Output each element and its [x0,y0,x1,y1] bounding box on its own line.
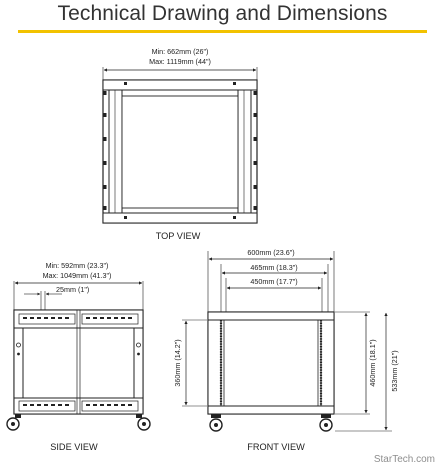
side-view-label: SIDE VIEW [50,442,98,452]
page-title: Technical Drawing and Dimensions [57,2,388,25]
front-view-label: FRONT VIEW [247,442,305,452]
side-view-drawing: Min: 592mm (23.3") Max: 1049mm (41.3") 2… [6,261,151,452]
front-view-dim-width-mid: 465mm (18.3") [250,263,297,272]
front-view-dim-height-rail: 360mm (14.2") [173,339,182,386]
front-view-dim-height-body: 460mm (18.1") [368,339,377,386]
title-underline [18,30,427,33]
top-view-dim-min: Min: 662mm (26") [152,47,209,56]
front-view-dim-width-outer: 600mm (23.6") [247,248,294,257]
side-view-dim-rail: 25mm (1") [56,285,89,294]
brand-watermark: StarTech.com [374,454,435,465]
top-view-drawing: Min: 662mm (26") Max: 1119mm (44") [102,47,258,241]
front-view-dim-height-total: 533mm (21") [390,350,399,391]
side-view-dim-max: Max: 1049mm (41.3") [43,271,112,280]
side-view-dim-min: Min: 592mm (23.3") [46,261,109,270]
top-view-label: TOP VIEW [156,231,201,241]
front-view-dim-width-inner: 450mm (17.7") [250,277,297,286]
top-view-dim-max: Max: 1119mm (44") [149,57,211,66]
front-view-drawing: 600mm (23.6") 465mm (18.3") 450mm (17.7"… [173,248,399,452]
